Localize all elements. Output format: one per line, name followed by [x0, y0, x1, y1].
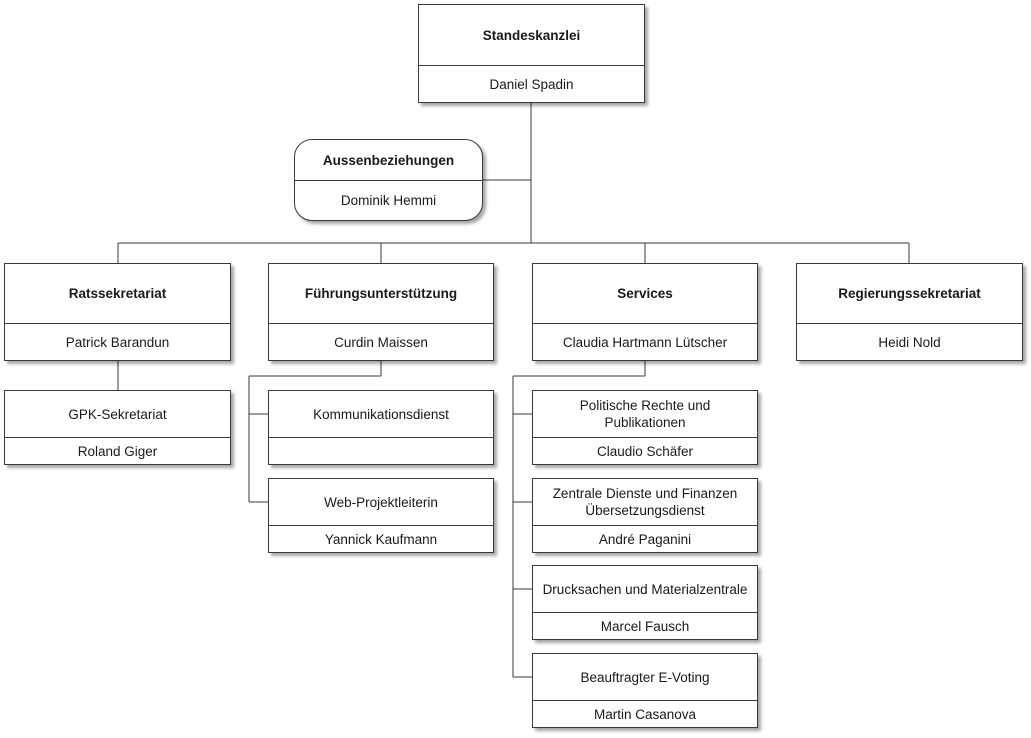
box-person: André Paganini — [598, 531, 692, 547]
box-person: Curdin Maissen — [334, 334, 428, 350]
org-box-fuehrungsunterstuetzung: Führungsunterstützung Curdin Maissen — [268, 263, 494, 361]
org-box-gpk-sekretariat: GPK-Sekretariat Roland Giger — [4, 390, 231, 465]
box-title: Services — [533, 264, 757, 324]
box-title: Zentrale Dienste und Finanzen Übersetzun… — [533, 479, 757, 526]
box-title: GPK-Sekretariat — [5, 391, 230, 438]
box-person: Yannick Kaufmann — [324, 531, 438, 547]
org-box-services: Services Claudia Hartmann Lütscher — [532, 263, 758, 361]
box-title: Regierungssekretariat — [797, 264, 1022, 324]
box-person: Claudia Hartmann Lütscher — [562, 334, 728, 350]
box-person: Claudio Schäfer — [596, 443, 694, 459]
box-title: Politische Rechte und Publikationen — [533, 391, 757, 438]
box-person: Daniel Spadin — [489, 76, 574, 92]
box-person: Roland Giger — [77, 443, 158, 459]
org-box-regierungssekretariat: Regierungssekretariat Heidi Nold — [796, 263, 1023, 361]
box-title: Web-Projektleiterin — [269, 479, 493, 526]
org-box-ratssekretariat: Ratssekretariat Patrick Barandun — [4, 263, 231, 361]
box-person: Patrick Barandun — [65, 334, 170, 350]
box-title: Ratssekretariat — [5, 264, 230, 324]
org-box-kommunikationsdienst: Kommunikationsdienst — [268, 390, 494, 465]
box-title: Beauftragter E-Voting — [533, 654, 757, 701]
box-title: Kommunikationsdienst — [269, 391, 493, 438]
org-box-drucksachen: Drucksachen und Materialzentrale Marcel … — [532, 565, 758, 640]
box-person: Martin Casanova — [593, 706, 697, 722]
box-person — [269, 438, 493, 464]
org-box-zentrale-dienste: Zentrale Dienste und Finanzen Übersetzun… — [532, 478, 758, 553]
org-box-web-projektleiterin: Web-Projektleiterin Yannick Kaufmann — [268, 478, 494, 553]
box-person: Dominik Hemmi — [340, 193, 437, 208]
box-person: Heidi Nold — [878, 334, 941, 350]
org-box-standeskanzlei: Standeskanzlei Daniel Spadin — [418, 4, 645, 103]
box-title: Führungsunterstützung — [269, 264, 493, 324]
org-box-e-voting: Beauftragter E-Voting Martin Casanova — [532, 653, 758, 728]
box-person: Marcel Fausch — [600, 618, 690, 634]
box-title: Aussenbeziehungen — [295, 140, 482, 181]
org-box-aussenbeziehungen: Aussenbeziehungen Dominik Hemmi — [294, 139, 483, 221]
box-title: Standeskanzlei — [419, 5, 644, 66]
box-title: Drucksachen und Materialzentrale — [533, 566, 757, 613]
org-box-politische-rechte: Politische Rechte und Publikationen Clau… — [532, 390, 758, 465]
